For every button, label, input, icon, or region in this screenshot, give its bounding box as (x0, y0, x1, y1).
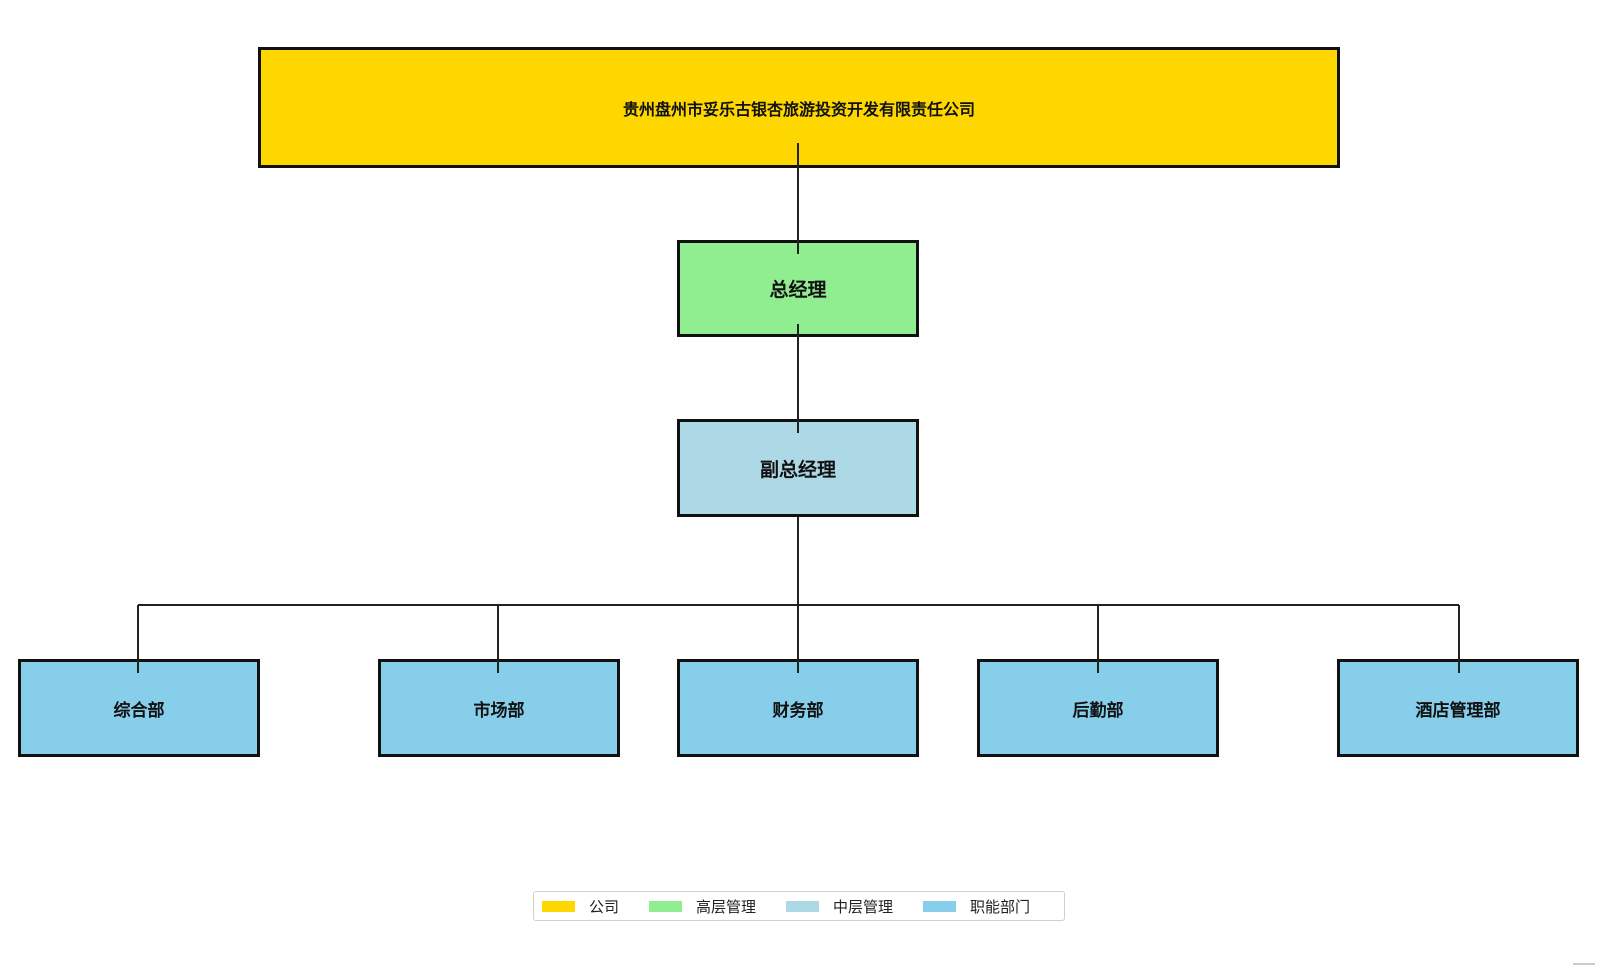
node-dept-2: 市场部 (378, 659, 620, 757)
legend-label-middle: 中层管理 (833, 897, 894, 916)
node-company: 贵州盘州市妥乐古银杏旅游投资开发有限责任公司 (258, 47, 1340, 168)
node-dept-1: 综合部 (18, 659, 260, 757)
legend-swatch-company (542, 900, 575, 912)
legend-swatch-senior (649, 900, 683, 912)
legend-swatch-middle (786, 900, 820, 912)
node-dept-4: 后勤部 (977, 659, 1219, 757)
legend-item-senior: 高层管理 (649, 896, 756, 917)
connector-stub-gm-bottom (797, 324, 799, 338)
legend-item-middle: 中层管理 (786, 896, 893, 917)
connector-stub-company (797, 143, 799, 169)
node-company-label: 贵州盘州市妥乐古银杏旅游投资开发有限责任公司 (622, 99, 975, 119)
legend-label-functional: 职能部门 (970, 897, 1031, 916)
legend-label-company: 公司 (589, 897, 620, 916)
connector-stub-dgm-top (797, 419, 799, 433)
node-deputy-general-manager: 副总经理 (677, 419, 919, 517)
node-dept-2-label: 市场部 (473, 700, 525, 721)
legend-label-senior: 高层管理 (696, 897, 757, 916)
connector-stub-dept-3 (797, 659, 799, 673)
node-dept-4-label: 后勤部 (1072, 700, 1124, 721)
legend: 公司 高层管理 中层管理 职能部门 (533, 891, 1065, 921)
node-deputy-general-manager-label: 副总经理 (759, 458, 836, 481)
connector-stub-gm-top (797, 240, 799, 254)
corner-mark (1573, 963, 1595, 965)
legend-item-company: 公司 (542, 896, 619, 917)
connector-stub-dept-4 (1097, 659, 1099, 673)
connector-stub-dept-1 (137, 659, 139, 673)
connector-stub-dept-2 (497, 659, 499, 673)
node-general-manager-label: 总经理 (769, 279, 827, 301)
node-general-manager: 总经理 (677, 240, 919, 337)
legend-swatch-functional (923, 900, 957, 912)
connector-stub-dept-5 (1458, 659, 1460, 673)
node-dept-5: 酒店管理部 (1337, 659, 1579, 757)
node-dept-5-label: 酒店管理部 (1415, 700, 1501, 721)
node-dept-1-label: 综合部 (113, 700, 165, 721)
node-dept-3: 财务部 (677, 659, 919, 757)
legend-item-functional: 职能部门 (923, 896, 1030, 917)
node-dept-3-label: 财务部 (772, 700, 824, 721)
